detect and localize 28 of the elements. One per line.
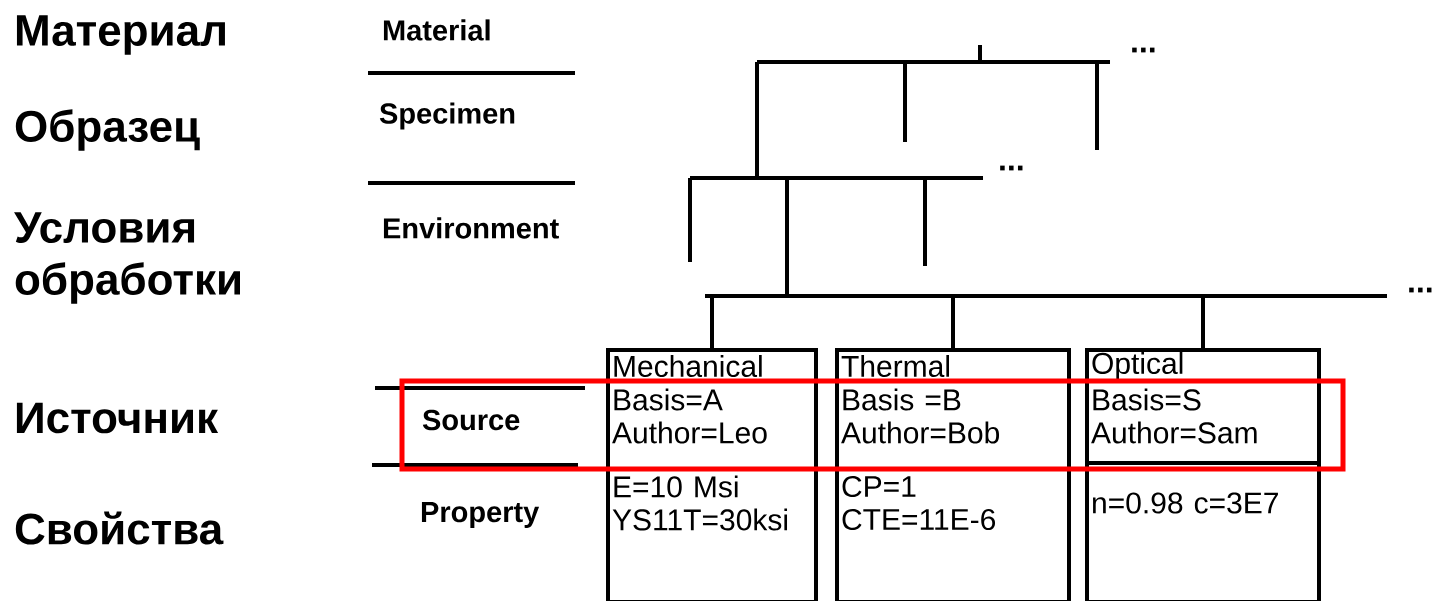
property-text: CP=1 CTE=11E-6	[842, 475, 996, 531]
row-label: Материал	[16, 15, 225, 55]
property-text: E=10 Msi YS11T=30ksi	[612, 475, 787, 531]
row-label: Условия обработки	[14, 212, 240, 304]
connector-line	[951, 296, 955, 348]
row-label: Образец	[15, 109, 200, 151]
level-label: Environment	[383, 217, 559, 239]
source-text: Basis=S Author=Sam	[1091, 388, 1257, 444]
source-text: Basis =B Author=Bob	[841, 388, 1000, 444]
property-text: n=0.98 c=3E7	[1093, 492, 1278, 514]
source-text: Basis=A Author=Leo	[612, 388, 767, 444]
ellipsis: ...	[1132, 47, 1155, 53]
category-box	[606, 348, 818, 601]
box-heading: Thermal	[841, 355, 949, 377]
category-box	[1085, 348, 1321, 601]
connector-line	[1201, 296, 1205, 348]
box-heading: Mechanical	[614, 355, 762, 377]
row-label: Источник	[16, 402, 219, 434]
level-label: Specimen	[379, 102, 515, 130]
box-heading: Optical	[1092, 352, 1183, 380]
level-label: Property	[421, 502, 540, 528]
ellipsis: ...	[1409, 287, 1432, 293]
ellipsis: ...	[1000, 165, 1023, 171]
row-label: Свойства	[15, 511, 224, 545]
level-label: Material	[383, 19, 490, 41]
connector-line	[710, 296, 714, 348]
level-label: Source	[422, 409, 520, 431]
category-box	[835, 348, 1071, 601]
